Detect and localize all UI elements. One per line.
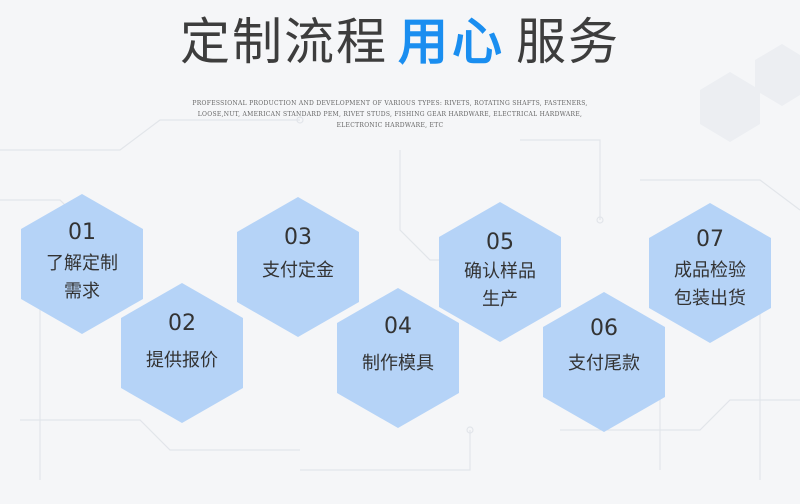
step-number: 03: [284, 225, 312, 250]
step-label: 支付尾款: [568, 353, 640, 374]
title-highlight: 用心: [398, 13, 506, 71]
step-label: 成品检验: [674, 260, 746, 281]
step-number: 01: [68, 220, 96, 245]
step-label-line2: 生产: [482, 289, 518, 310]
step-label: 确认样品: [464, 261, 536, 282]
step-label: 提供报价: [146, 350, 218, 371]
step-03-hexagon: 03 支付定金: [237, 197, 359, 337]
step-02-hexagon: 02 提供报价: [121, 283, 243, 423]
title-text-before: 定制流程: [180, 13, 388, 71]
step-05-hexagon: 05 确认样品 生产: [439, 202, 561, 342]
step-label: 支付定金: [262, 260, 334, 281]
step-label: 制作模具: [362, 353, 434, 374]
step-number: 06: [590, 316, 618, 341]
step-number: 05: [486, 230, 514, 255]
step-label: 了解定制: [46, 253, 118, 274]
step-04-hexagon: 04 制作模具: [337, 288, 459, 428]
step-number: 04: [384, 314, 412, 339]
step-number: 07: [696, 227, 724, 252]
step-label-line2: 需求: [64, 281, 100, 302]
step-label-line2: 包装出货: [674, 288, 746, 309]
page-subtitle: PROFESSIONAL PRODUCTION AND DEVELOPMENT …: [192, 100, 588, 129]
page-title: 定制流程用心服务: [0, 2, 800, 74]
step-number: 02: [168, 311, 196, 336]
title-text-after: 服务: [516, 13, 620, 71]
